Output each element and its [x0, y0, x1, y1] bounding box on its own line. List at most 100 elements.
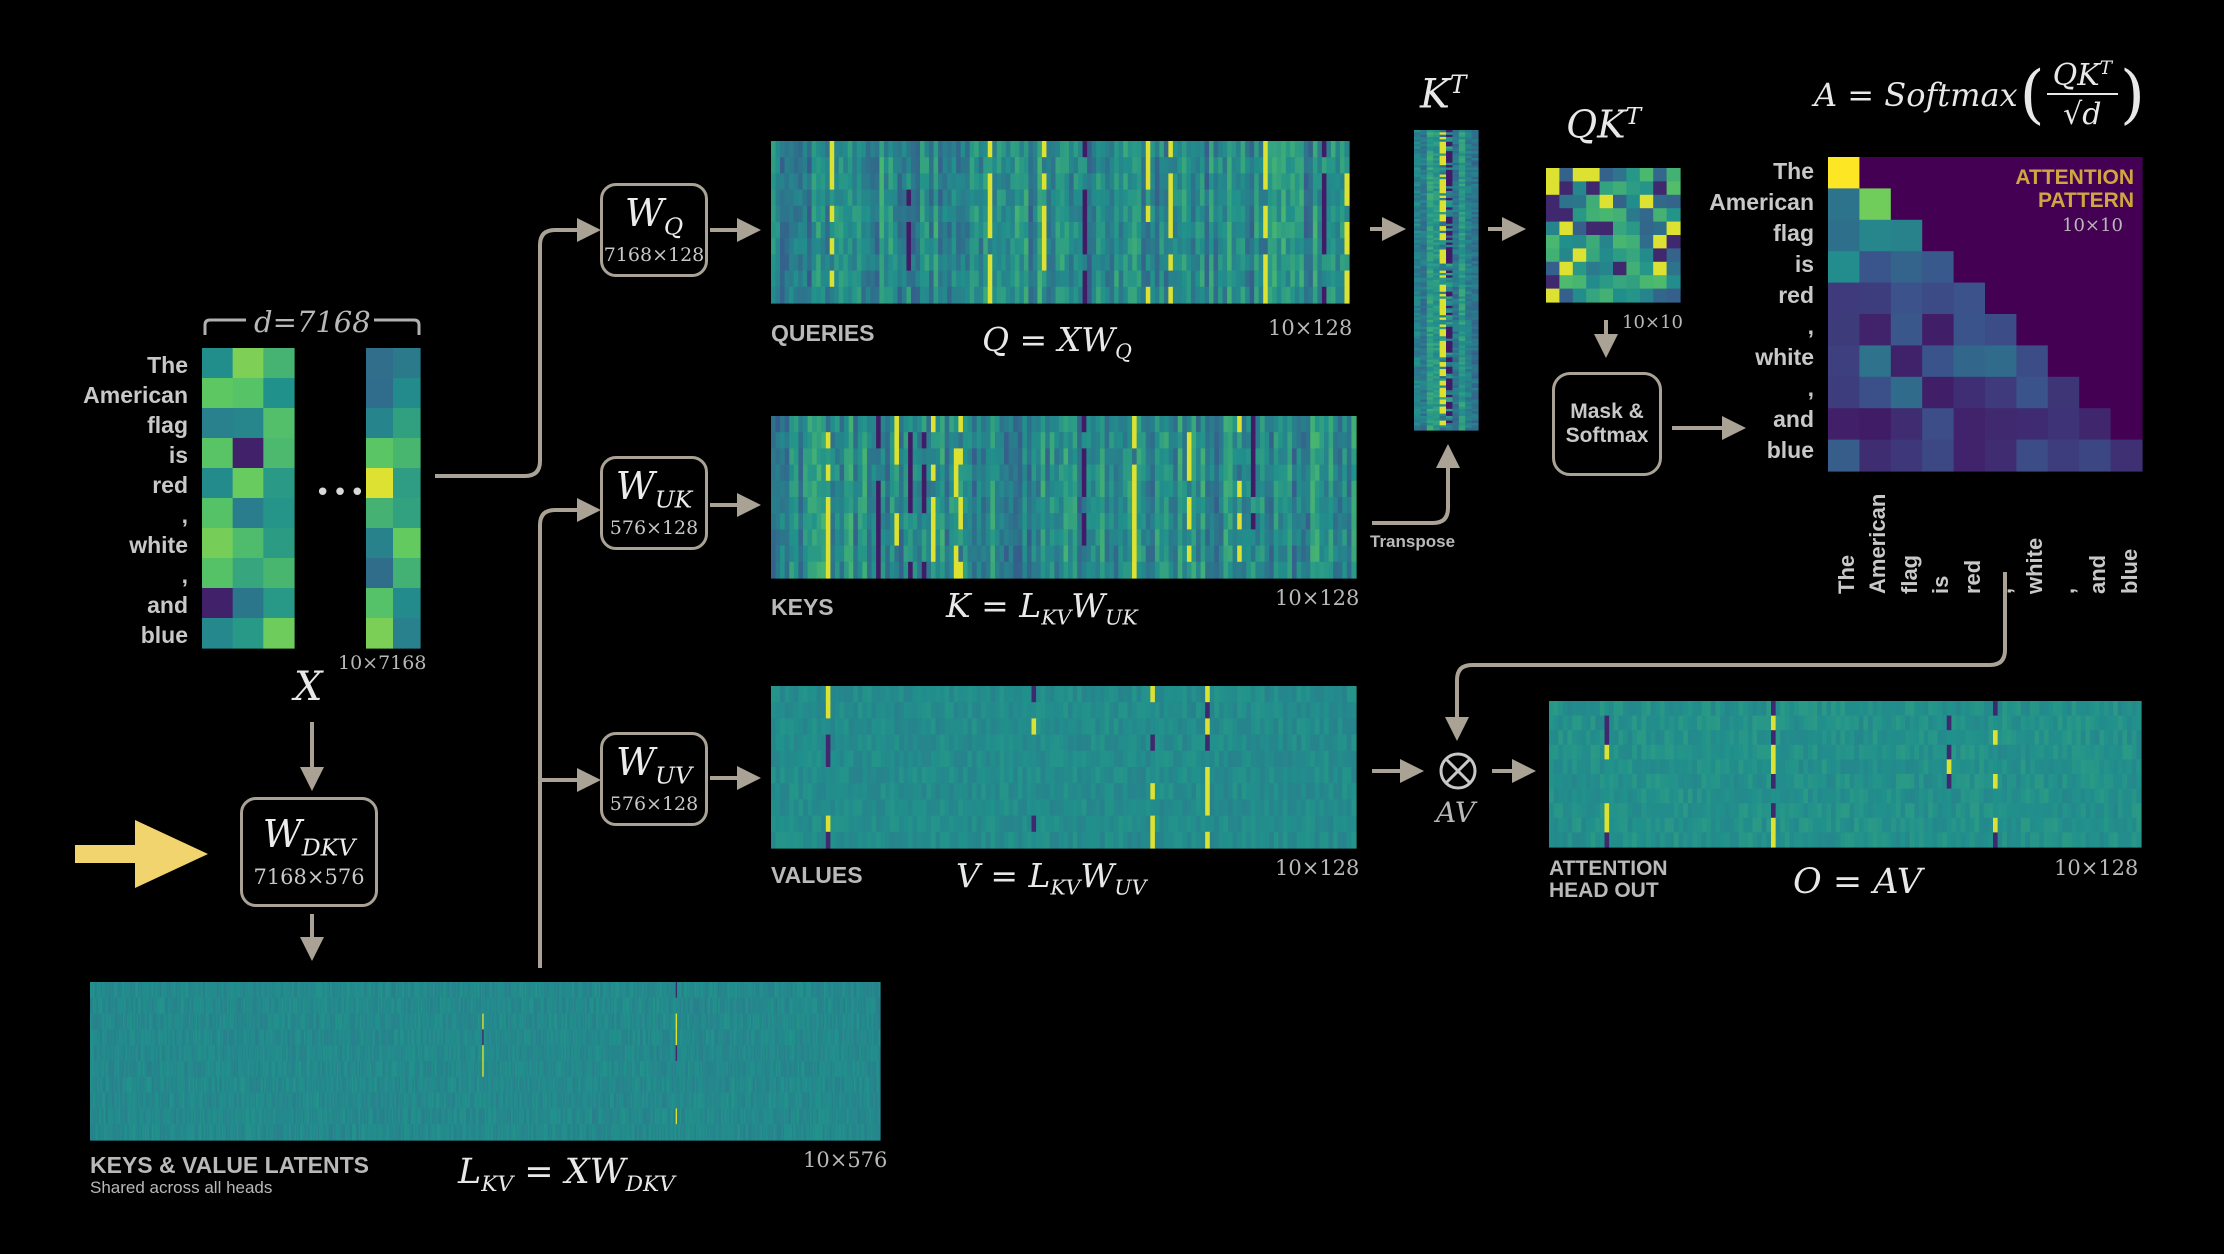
heatmap-cell: [992, 270, 998, 288]
heatmap-cell: [1231, 270, 1237, 288]
heatmap-cell: [1114, 254, 1120, 272]
heatmap-cell: [1299, 238, 1305, 255]
heatmap-cell: [938, 286, 944, 304]
heatmap-cell: [1136, 189, 1142, 207]
heatmap-cell: [960, 238, 966, 255]
heatmap-cell: [852, 254, 858, 272]
heatmap-cell: [897, 173, 903, 191]
heatmap-cell: [1055, 189, 1061, 207]
heatmap-cell: [1136, 141, 1142, 158]
heatmap-cell: [1163, 205, 1169, 223]
heatmap-cell: [1114, 205, 1120, 223]
heatmap-cell: [838, 286, 844, 304]
heatmap-cell: [910, 254, 917, 272]
heatmap-cell: [1114, 222, 1120, 239]
heatmap-cell: [1154, 416, 1161, 433]
heatmap-cell: [951, 189, 957, 207]
heatmap-cell: [816, 254, 822, 272]
heatmap-cell: [1190, 205, 1197, 223]
heatmap-cell: [1141, 157, 1147, 174]
heatmap-cell: [843, 254, 849, 272]
heatmap-cell: [1005, 270, 1011, 288]
heatmap-cell: [1096, 173, 1102, 191]
heatmap-cell: [1010, 173, 1016, 191]
heatmap-cell: [1213, 173, 1219, 191]
heatmap-cell: [1227, 141, 1233, 158]
heatmap-cell: [865, 157, 871, 174]
heatmap-cell: [847, 254, 853, 272]
heatmap-cell: [1118, 205, 1124, 223]
heatmap-cell: [983, 270, 989, 288]
heatmap-cell: [784, 189, 790, 207]
heatmap-cell: [1105, 270, 1111, 288]
heatmap-cell: [969, 205, 975, 223]
heatmap-cell: [862, 416, 868, 433]
heatmap-cell: [1104, 416, 1110, 433]
heatmap-cell: [901, 141, 908, 158]
heatmap-cell: [393, 528, 421, 559]
heatmap-cell: [861, 286, 867, 304]
heatmap-cell: [834, 238, 840, 255]
heatmap-cell: [1114, 141, 1120, 158]
heatmap-cell: [1005, 141, 1011, 158]
heatmap-cell: [1190, 254, 1197, 272]
heatmap-cell: [1087, 157, 1093, 174]
heatmap-cell: [366, 588, 394, 619]
heatmap-cell: [856, 270, 862, 288]
heatmap-cell: [965, 222, 971, 239]
heatmap-cell: [807, 205, 813, 223]
heatmap-cell: [1308, 254, 1314, 272]
heatmap-cell: [897, 286, 903, 304]
heatmap-cell: [1005, 286, 1011, 304]
heatmap-cell: [901, 189, 908, 207]
heatmap-cell: [1064, 254, 1070, 272]
heatmap-cell: [920, 238, 926, 255]
heatmap-cell: [1100, 416, 1106, 433]
heatmap-cell: [820, 270, 826, 288]
heatmap-cell: [933, 270, 939, 288]
heatmap-cell: [1312, 238, 1318, 255]
heatmap-cell: [956, 173, 962, 191]
heatmap-cell: [879, 189, 885, 207]
heatmap-cell: [1294, 173, 1300, 191]
heatmap-cell: [1019, 205, 1025, 223]
heatmap-cell: [263, 558, 295, 589]
heatmap-cell: [820, 286, 826, 304]
heatmap-cell: [1321, 173, 1328, 191]
heatmap-cell: [232, 348, 264, 379]
heatmap-cell: [1285, 173, 1291, 191]
heatmap-cell: [1132, 270, 1138, 288]
heatmap-cell: [996, 173, 1002, 191]
heatmap-cell: [1294, 157, 1300, 174]
heatmap-cell: [938, 141, 944, 158]
heatmap-cell: [1272, 173, 1278, 191]
heatmap-cell: [1091, 189, 1097, 207]
heatmap-cell: [1073, 254, 1079, 272]
heatmap-cell: [771, 157, 777, 174]
heatmap-cell: [839, 416, 845, 433]
heatmap-cell: [1308, 173, 1314, 191]
heatmap-cell: [1181, 189, 1188, 207]
heatmap-cell: [802, 286, 808, 304]
heatmap-cell: [1168, 141, 1174, 158]
heatmap-cell: [1028, 286, 1034, 304]
heatmap-cell: [1087, 173, 1093, 191]
heatmap-cell: [1263, 173, 1269, 191]
heatmap-cell: [232, 618, 264, 649]
heatmap-cell: [894, 416, 900, 433]
heatmap-cell: [1105, 286, 1111, 304]
heatmap-cell: [816, 416, 822, 433]
heatmap-cell: [888, 238, 894, 255]
heatmap-cell: [202, 498, 234, 529]
heatmap-cell: [1123, 205, 1129, 223]
heatmap-cell: [1195, 222, 1201, 239]
heatmap-cell: [1321, 189, 1328, 207]
heatmap-cell: [1276, 270, 1282, 288]
heatmap-cell: [771, 141, 777, 158]
heatmap-cell: [856, 141, 862, 158]
heatmap-cell: [820, 141, 826, 158]
heatmap-cell: [892, 189, 899, 207]
heatmap-cell: [1082, 286, 1088, 304]
heatmap-cell: [1172, 189, 1179, 207]
